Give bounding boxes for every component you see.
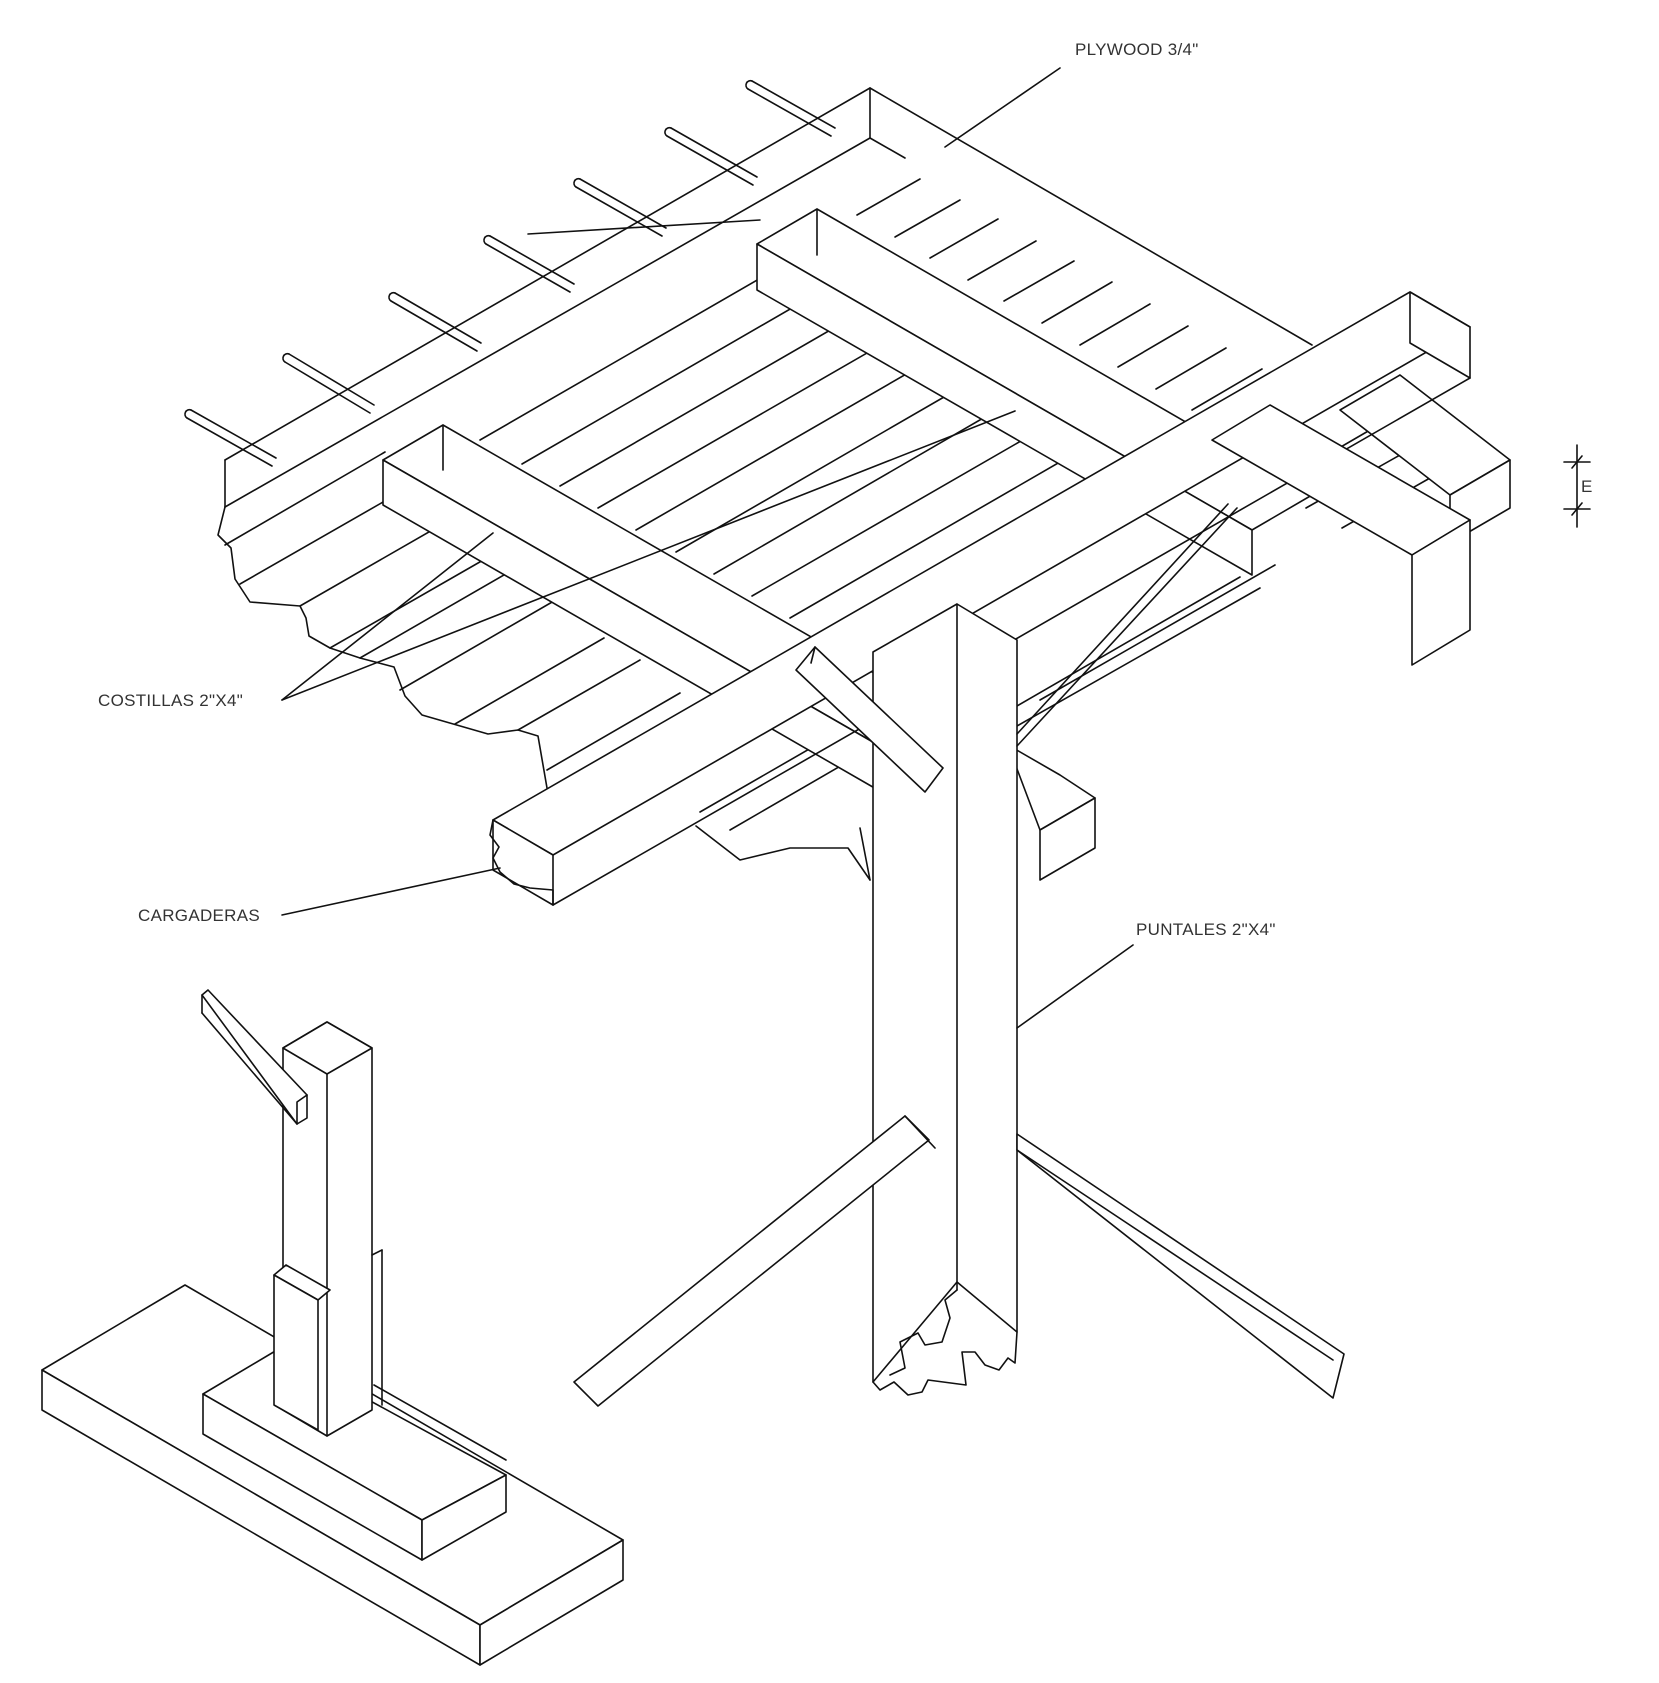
base-assembly xyxy=(41,989,624,1666)
costillas-leader-1 xyxy=(281,532,494,701)
leader-lines xyxy=(281,67,1134,1029)
upper-right-brace xyxy=(1016,503,1238,747)
rebar-bars xyxy=(184,79,836,467)
plywood-label: PLYWOOD 3/4" xyxy=(1075,40,1199,59)
plywood-leader xyxy=(944,67,1061,148)
dimension-e: E xyxy=(1563,444,1593,528)
deck-support-block xyxy=(695,825,871,881)
rebar-bar xyxy=(483,234,575,293)
rebar-bar xyxy=(282,352,375,414)
base-cleat xyxy=(273,1264,331,1431)
rebar-bar xyxy=(745,79,836,137)
cargaderas-label: CARGADERAS xyxy=(138,906,260,925)
rebar-bar xyxy=(184,408,277,467)
base-brace xyxy=(201,989,308,1125)
dimension-e-label: E xyxy=(1581,477,1593,496)
rebar-bar xyxy=(573,177,667,237)
lower-right-beam xyxy=(1007,404,1471,881)
costillas-leader-2 xyxy=(281,410,1016,701)
costillas-label: COSTILLAS 2"X4" xyxy=(98,691,243,710)
puntal-post xyxy=(872,603,1018,1396)
upper-left-brace xyxy=(795,646,944,793)
puntales-label: PUNTALES 2"X4" xyxy=(1136,920,1276,939)
lower-left-brace xyxy=(573,1115,936,1407)
lower-right-brace xyxy=(1016,1133,1345,1399)
rebar-bar xyxy=(664,126,758,186)
cargaderas-leader xyxy=(281,867,501,916)
puntales-leader xyxy=(1016,944,1134,1029)
labels: PLYWOOD 3/4" COSTILLAS 2"X4" CARGADERAS … xyxy=(98,40,1276,939)
rebar-bar xyxy=(388,291,482,352)
